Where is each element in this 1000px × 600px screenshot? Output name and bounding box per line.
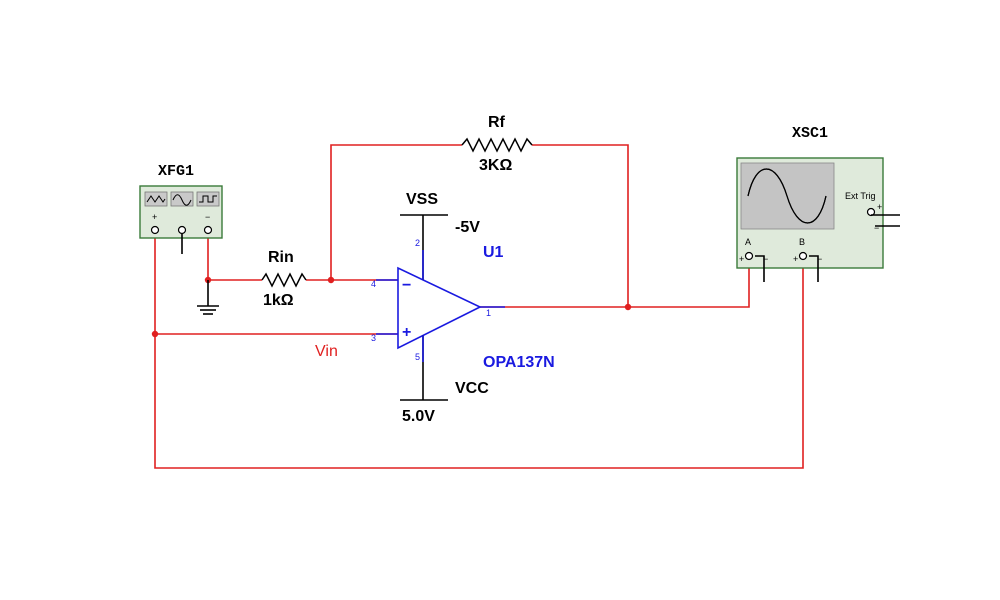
generator-terminal-common[interactable]	[177, 225, 187, 235]
rin-name: Rin	[268, 249, 294, 266]
op-amp-model: OPA137N	[483, 354, 555, 371]
wire-feedback-right[interactable]	[532, 144, 629, 307]
scope-channel-b-label: B	[799, 237, 805, 247]
svg-text:+: +	[739, 254, 744, 264]
rin-value: 1kΩ	[263, 292, 294, 309]
op-amp-u1[interactable]: − + 2 4 3 1 5 U1 OPA137N	[371, 215, 555, 400]
generator-ref: XFG1	[158, 163, 194, 180]
oscilloscope[interactable]: XSC1 Ext Trig + − A B + − + −	[736, 125, 900, 282]
svg-text:−: −	[763, 254, 768, 264]
op-amp-ref: U1	[483, 244, 504, 261]
supply-vss[interactable]: VSS -5V	[400, 191, 480, 236]
vss-value: -5V	[455, 219, 480, 236]
junction-dot	[327, 276, 335, 284]
junction-dot	[151, 330, 159, 338]
generator-minus-label: −	[205, 212, 210, 222]
vcc-value: 5.0V	[402, 408, 435, 425]
rf-name: Rf	[488, 114, 506, 131]
pin-output: 1	[486, 308, 491, 318]
wire-gen-plus-loop[interactable]	[154, 238, 804, 469]
wires	[154, 144, 804, 469]
op-amp-inverting-sign: −	[402, 277, 411, 294]
svg-text:−: −	[874, 223, 879, 233]
resistor-rin[interactable]: Rin 1kΩ	[261, 249, 307, 309]
pin-vcc: 5	[415, 352, 420, 362]
supply-vcc[interactable]: VCC 5.0V	[400, 380, 489, 425]
ground-icon[interactable]	[197, 280, 219, 315]
vss-name: VSS	[406, 191, 438, 208]
svg-text:+: +	[877, 202, 882, 212]
pin-noninverting: 3	[371, 333, 376, 343]
scope-channel-b-terminal[interactable]	[798, 251, 808, 261]
resistor-rf[interactable]: Rf 3KΩ	[461, 114, 533, 174]
scope-channel-a-terminal[interactable]	[744, 251, 754, 261]
generator-terminal-plus[interactable]	[150, 225, 160, 235]
pin-vss: 2	[415, 238, 420, 248]
wave-triangle-icon[interactable]	[144, 191, 168, 207]
wire-output[interactable]	[480, 268, 750, 308]
pin-inverting: 4	[371, 279, 376, 289]
generator-terminal-minus[interactable]	[203, 225, 213, 235]
svg-text:+: +	[793, 254, 798, 264]
scope-ext-trig-label: Ext Trig	[845, 191, 876, 201]
junctions	[151, 276, 632, 338]
op-amp-noninverting-sign: +	[402, 324, 411, 341]
wire-feedback-left[interactable]	[330, 144, 462, 280]
function-generator[interactable]: XFG1 + −	[139, 163, 223, 254]
svg-text:−: −	[817, 254, 822, 264]
scope-ref: XSC1	[792, 125, 828, 142]
net-label-vin: Vin	[315, 343, 338, 360]
rf-value: 3KΩ	[479, 157, 512, 174]
scope-channel-a-label: A	[745, 237, 751, 247]
junction-dot	[624, 303, 632, 311]
vcc-name: VCC	[455, 380, 489, 397]
op-amp-triangle[interactable]	[397, 266, 482, 350]
generator-plus-label: +	[152, 212, 157, 222]
